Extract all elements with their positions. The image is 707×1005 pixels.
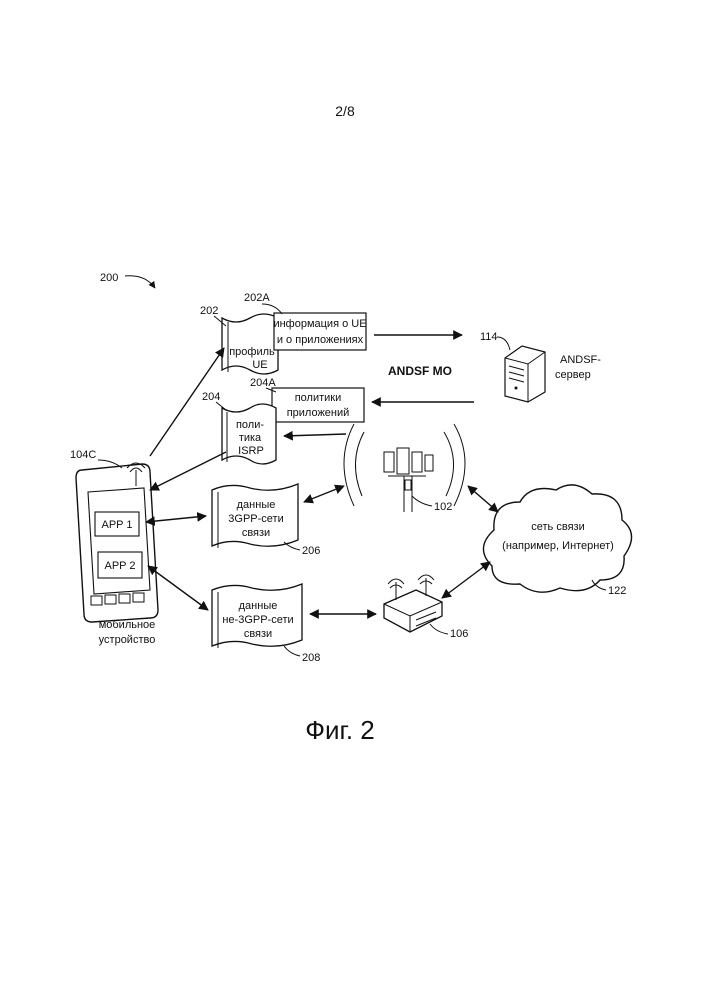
cell-tower-icon [344,424,465,512]
app2-label: APP 2 [105,560,136,572]
data3gpp-label-2: 3GPP-сети [228,513,283,525]
mobile-label-1: мобильное [99,619,156,631]
app-policies-label-2: приложений [287,407,350,419]
app-policies-box: политики приложений [272,388,364,422]
server-label-1: ANDSF- [560,354,601,366]
datanon-label-1: данные [239,600,278,612]
app2-button[interactable]: APP 2 [98,552,142,578]
ref-200-arrow [125,276,155,288]
page-number: 2/8 [335,103,355,119]
ue-info-box: информация о UE и о приложениях [273,313,366,350]
ref-204a: 204A [250,377,276,389]
server-icon [505,346,545,402]
ref-202: 202 [200,305,218,317]
arrow-app1-3gpp [146,516,206,522]
app-policies-label-1: политики [295,392,342,404]
network-label-1: сеть связи [531,521,584,533]
ref-106: 106 [450,628,468,640]
ref-114: 114 [480,331,498,343]
isrp-label-3: ISRP [238,445,264,457]
isrp-label-1: поли- [236,419,264,431]
data3gpp-label-1: данные [237,499,276,511]
ue-profile-document: профиль UE [222,314,278,374]
figure-caption: Фиг. 2 [305,715,375,745]
app1-label: APP 1 [102,519,133,531]
mobile-label-2: устройство [99,634,156,646]
ref-208: 208 [302,652,320,664]
ref-104c: 104C [70,449,96,461]
ref-200: 200 [100,272,118,284]
network-label-2: (например, Интернет) [502,540,614,552]
arrow-tower-to-isrp [284,434,346,436]
server-label-2: сервер [555,369,591,381]
ref-122: 122 [608,585,626,597]
arrow-tower-network [468,486,498,512]
arrow-3gpp-tower [304,486,344,502]
ref-204: 204 [202,391,220,403]
app1-button[interactable]: APP 1 [95,512,139,536]
ref-206: 206 [302,545,320,557]
isrp-label-2: тика [239,432,262,444]
ue-info-label-2: и о приложениях [277,334,364,346]
data-3gpp-document: данные 3GPP-сети связи [212,484,298,548]
cloud-icon: сеть связи (например, Интернет) [483,485,631,592]
ref-102: 102 [434,501,452,513]
datanon-label-3: связи [244,628,272,640]
wifi-router-icon [384,575,442,632]
andsf-mo-label: ANDSF MO [388,364,452,378]
arrow-router-network [442,562,490,598]
ue-profile-label-1: профиль [229,346,275,358]
data3gpp-label-3: связи [242,527,270,539]
mobile-phone-icon [76,463,158,622]
isrp-policy-document: поли- тика ISRP [222,404,276,464]
datanon-label-2: не-3GPP-сети [222,614,293,626]
ue-profile-label-2: UE [252,359,267,371]
arrow-isrp-to-phone [150,452,226,490]
data-non3gpp-document: данные не-3GPP-сети связи [212,584,302,648]
ue-info-label-1: информация о UE [273,318,366,330]
ref-202a: 202A [244,292,270,304]
